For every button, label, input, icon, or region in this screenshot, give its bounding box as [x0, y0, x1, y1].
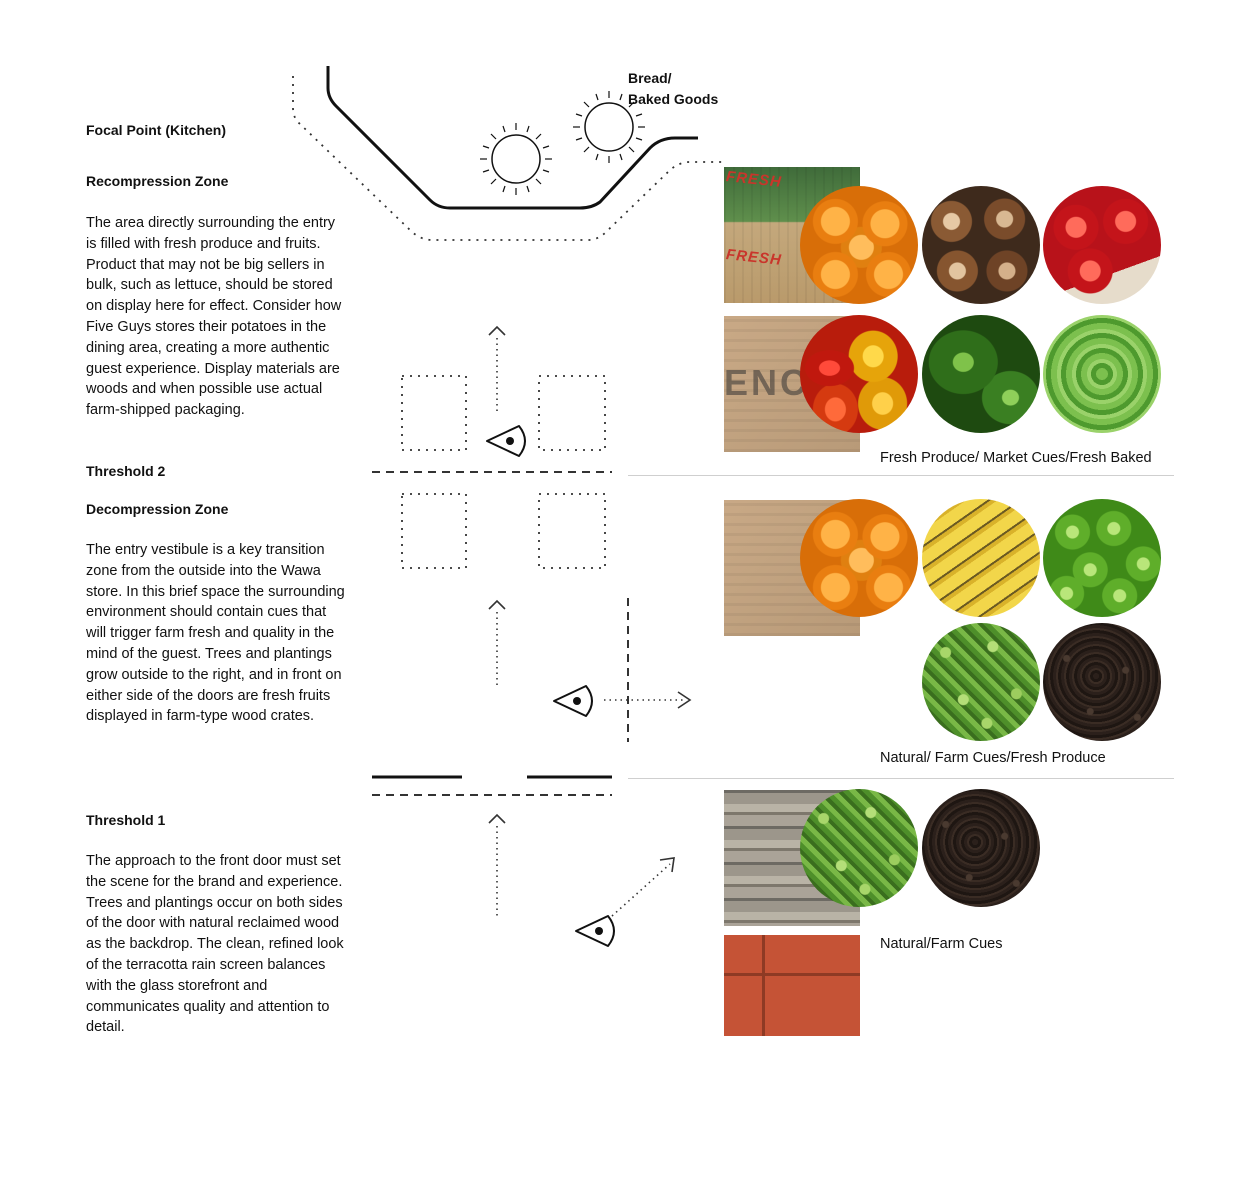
arrow-up-icon — [488, 326, 506, 336]
eye-icon — [486, 425, 526, 457]
arrow-up-icon — [488, 600, 506, 610]
arrow-up-icon — [488, 814, 506, 824]
display-fixture — [401, 375, 467, 451]
crate-label-text: FRESH — [725, 246, 783, 269]
decompression-heading: Decompression Zone — [86, 501, 229, 517]
plantings-photo — [922, 623, 1040, 741]
eye-icon — [575, 915, 615, 947]
focal-point-heading: Focal Point (Kitchen) — [86, 122, 226, 138]
threshold-1-heading: Threshold 1 — [86, 812, 166, 828]
display-fixture — [538, 375, 606, 451]
bakery-sun-icon — [479, 122, 553, 196]
threshold-2-heading: Threshold 2 — [86, 463, 166, 479]
arrow-diagonal-icon — [659, 857, 675, 873]
display-fixture — [401, 493, 467, 569]
oranges-photo — [800, 499, 918, 617]
crate-label-text: FRESH — [725, 168, 783, 191]
row-divider — [628, 475, 1174, 476]
threshold-1-description: The approach to the front door must set … — [86, 853, 344, 1036]
row-3-caption: Natural/Farm Cues — [880, 936, 1003, 952]
terracotta-rainscreen-photo — [724, 935, 860, 1036]
bakery-label-line: Baked Goods — [628, 91, 719, 107]
soil-photo — [922, 789, 1040, 907]
arrow-right-icon — [677, 691, 692, 709]
eye-icon — [553, 685, 593, 717]
oranges-photo — [800, 186, 918, 304]
onions-photo — [922, 186, 1040, 304]
decompression-description: The entry vestibule is a key transition … — [86, 542, 345, 725]
bell-peppers-photo — [800, 315, 918, 433]
display-fixture — [538, 493, 606, 569]
green-apples-photo — [1043, 499, 1161, 617]
recompression-heading: Recompression Zone — [86, 173, 229, 189]
row-1-caption: Fresh Produce/ Market Cues/Fresh Baked — [880, 450, 1152, 466]
kitchen-zone-dashed — [292, 76, 722, 241]
lettuce-photo — [1043, 315, 1161, 433]
soil-photo — [1043, 623, 1161, 741]
kitchen-counter-outline — [326, 66, 698, 210]
plantings-photo — [800, 789, 918, 907]
row-divider — [628, 778, 1174, 779]
row-2-caption: Natural/ Farm Cues/Fresh Produce — [880, 750, 1106, 766]
bakery-label-line: Bread/ — [628, 70, 672, 86]
tomatoes-photo — [1043, 186, 1161, 304]
bananas-photo — [922, 499, 1040, 617]
recompression-description: The area directly surrounding the entry … — [86, 215, 342, 419]
bakery-label: Bread/ Baked Goods — [628, 68, 718, 110]
box-stamp-text: ENC — [724, 362, 810, 403]
green-peppers-photo — [922, 315, 1040, 433]
